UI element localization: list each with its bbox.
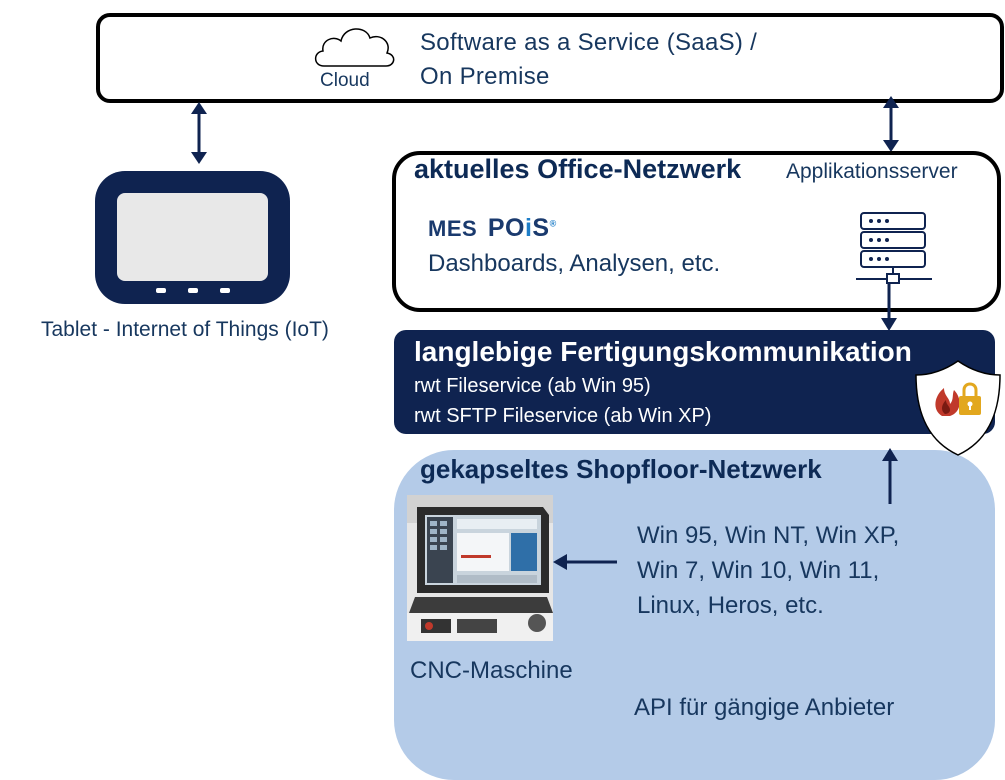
os-list-line1: Win 95, Win NT, Win XP,	[637, 522, 900, 549]
saas-title-line2: On Premise	[420, 63, 550, 90]
double-arrow-tablet-cloud	[191, 102, 207, 164]
cloud-icon	[314, 28, 395, 67]
arrow-to-cnc	[553, 554, 617, 570]
api-label: API für gängige Anbieter	[634, 694, 895, 721]
production-communication-box	[394, 330, 995, 434]
server-icon	[856, 212, 932, 284]
saas-title: Software as a Service (SaaS) / On Premis…	[420, 26, 757, 94]
arrow-server-down	[881, 283, 897, 331]
tablet-icon	[95, 171, 290, 304]
cloud-label: Cloud	[320, 70, 370, 91]
os-list-line3: Linux, Heros, etc.	[637, 592, 824, 619]
firewall-shield-icon	[915, 360, 1001, 456]
logo-reg: ®	[549, 218, 557, 229]
logo-mes: MES	[428, 216, 478, 241]
saas-title-line1: Software as a Service (SaaS) /	[420, 29, 758, 56]
os-list-line2: Win 7, Win 10, Win 11,	[637, 557, 880, 584]
shopfloor-network-title: gekapseltes Shopfloor-Netzwerk	[420, 454, 822, 484]
office-network-subtitle: Dashboards, Analysen, etc.	[428, 250, 721, 277]
logo-s: S	[532, 214, 550, 242]
tablet-label: Tablet - Internet of Things (IoT)	[41, 318, 329, 341]
cnc-machine-image	[407, 495, 553, 641]
arrow-shopfloor-up	[882, 448, 898, 504]
flame-icon	[935, 388, 960, 416]
fileservice-line: rwt Fileservice (ab Win 95)	[414, 375, 651, 397]
logo-i: i	[524, 214, 533, 242]
application-server-label: Applikationsserver	[786, 160, 958, 183]
saas-box	[96, 13, 1004, 103]
padlock-icon	[959, 382, 981, 415]
office-network-title: aktuelles Office-Netzwerk	[414, 154, 742, 184]
sftp-fileservice-line: rwt SFTP Fileservice (ab Win XP)	[414, 405, 712, 427]
double-arrow-office-cloud	[883, 96, 899, 152]
cnc-machine-label: CNC-Maschine	[410, 657, 573, 684]
mes-pois-logo: MES POiS®	[428, 214, 557, 243]
logo-po: PO	[487, 214, 525, 242]
production-communication-title: langlebige Fertigungskommunikation	[414, 336, 912, 367]
